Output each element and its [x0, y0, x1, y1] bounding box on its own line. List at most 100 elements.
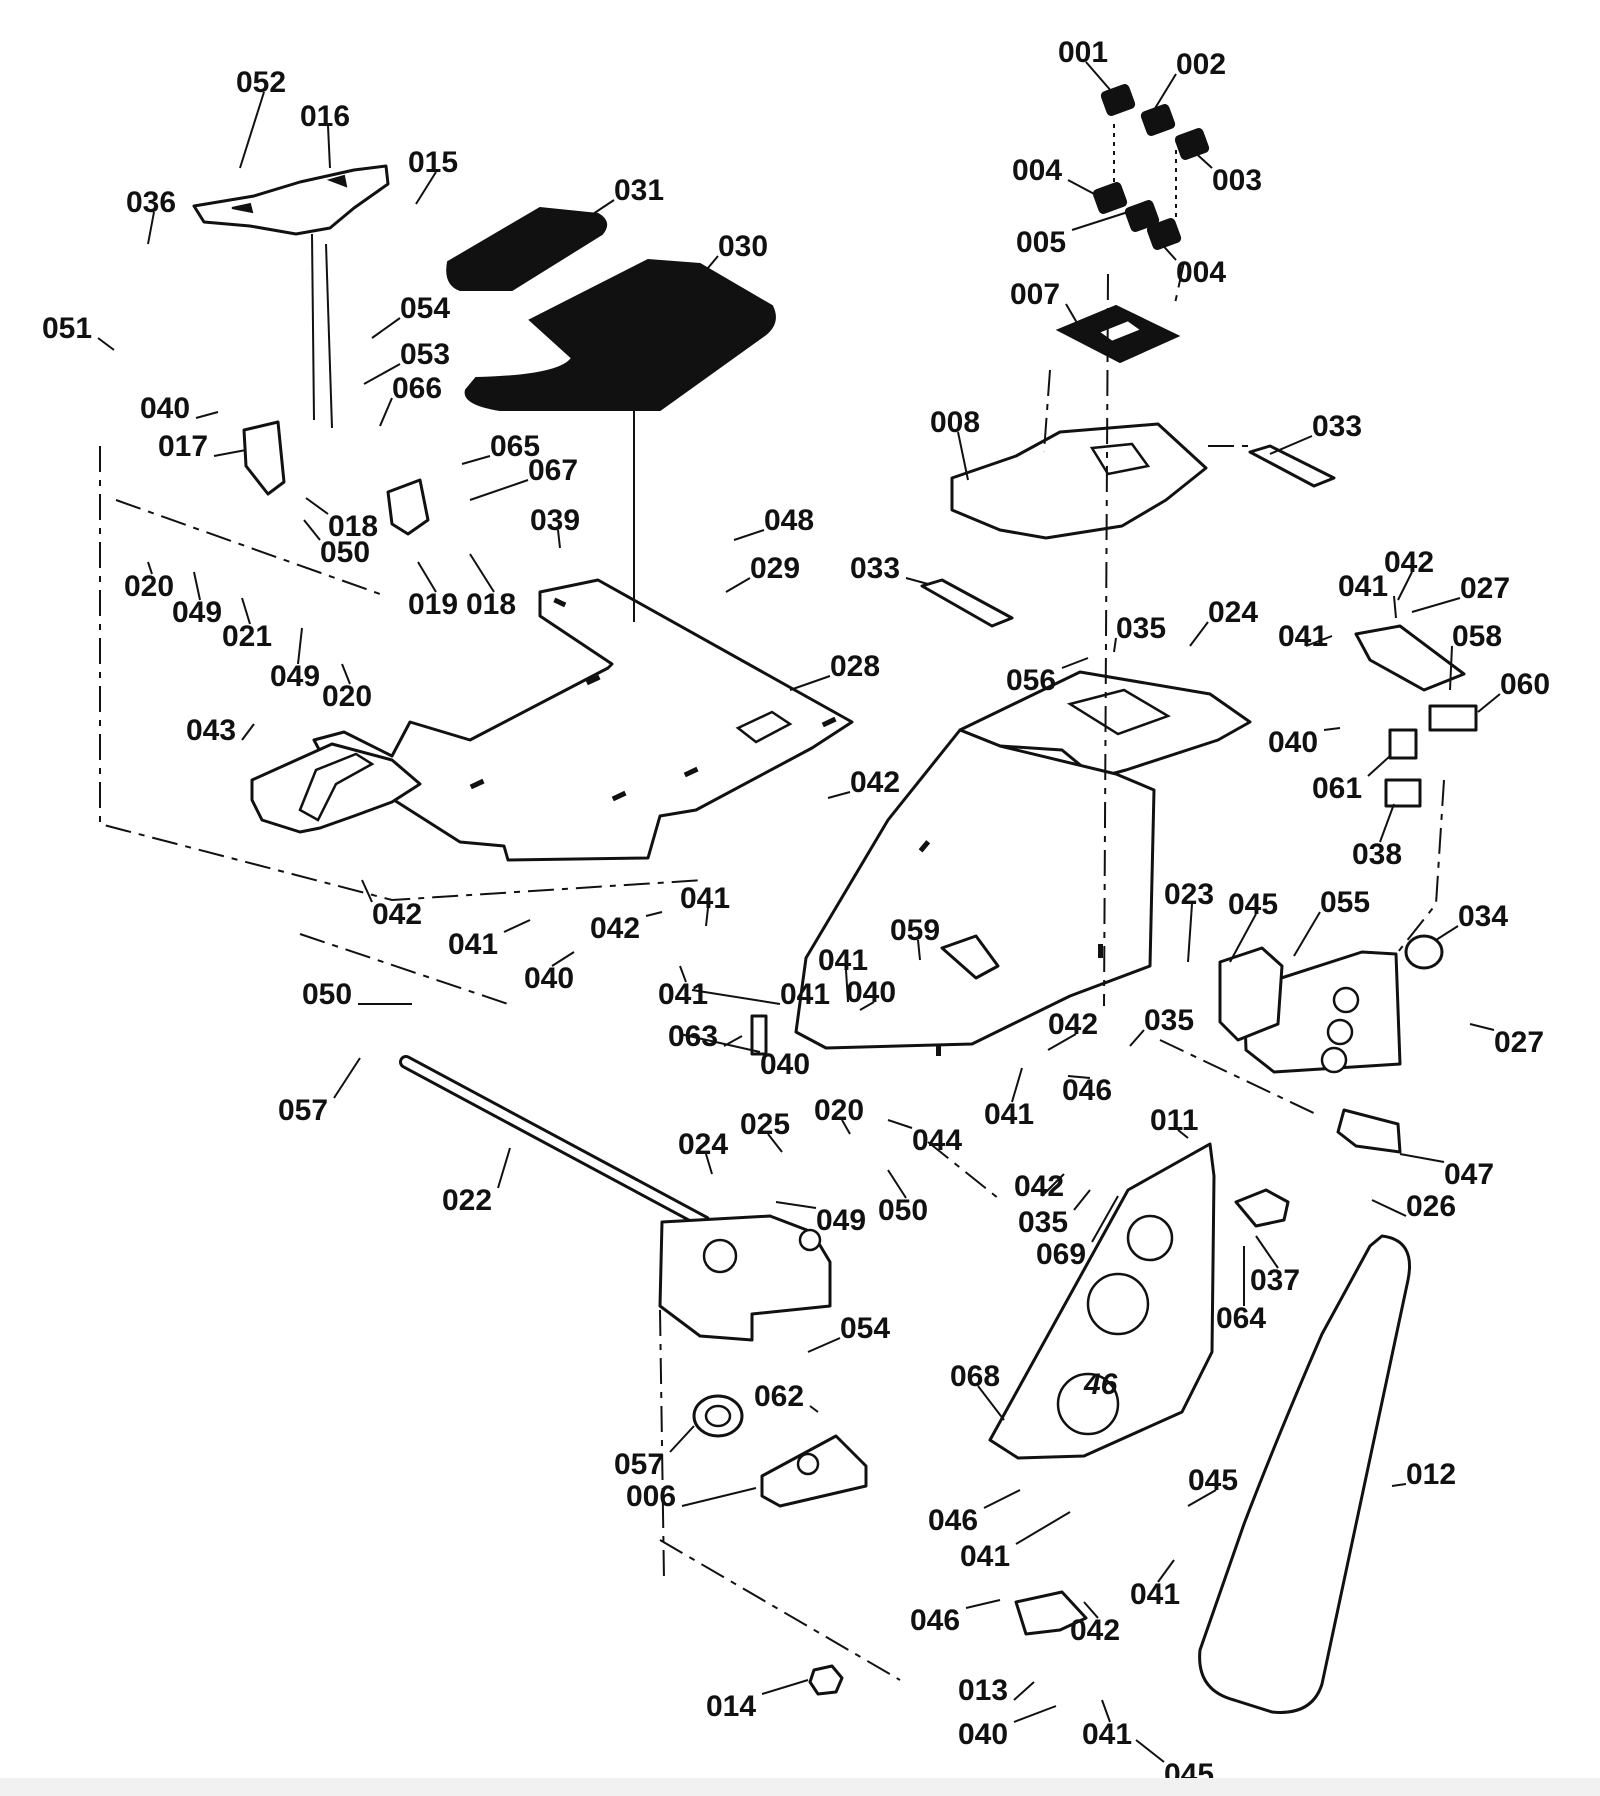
part-callout-049: 049 [270, 660, 320, 693]
callout-leader [195, 411, 219, 419]
callout-leader [1113, 637, 1117, 653]
part-callout-042: 042 [372, 898, 422, 931]
callout-leader [1061, 657, 1089, 669]
callout-leader [1449, 645, 1453, 691]
callout-leader [887, 1169, 907, 1199]
callout-leader [557, 529, 561, 549]
pivot-block [658, 1214, 832, 1342]
callout-leader [1091, 1195, 1119, 1243]
part-callout-041: 041 [960, 1540, 1010, 1573]
part-callout-042: 042 [850, 766, 900, 799]
part-callout-066: 066 [392, 372, 442, 405]
part-callout-059: 059 [890, 914, 940, 947]
part-callout-040: 040 [846, 976, 896, 1009]
part-callout-050: 050 [320, 536, 370, 569]
callout-leader [775, 1201, 817, 1209]
knob-034 [1404, 934, 1444, 970]
floor-mat-031 [446, 206, 608, 291]
callout-leader [1393, 595, 1397, 619]
part-callout-012: 012 [1406, 1458, 1456, 1491]
part-callout-023: 023 [1164, 878, 1214, 911]
part-callout-001: 001 [1058, 36, 1108, 69]
bracket-019 [386, 478, 430, 536]
part-callout-060: 060 [1500, 668, 1550, 701]
part-callout-041: 041 [1130, 1578, 1180, 1611]
callout-leader [583, 199, 615, 221]
part-callout-041: 041 [1082, 1718, 1132, 1751]
callout-leader [333, 1057, 361, 1099]
part-callout-046: 046 [910, 1604, 960, 1637]
callout-leader [807, 1337, 841, 1353]
callout-leader [789, 675, 831, 691]
part-callout-041: 041 [780, 978, 830, 1011]
part-callout-062: 062 [754, 1380, 804, 1413]
part-callout-028: 028 [830, 650, 880, 683]
part-callout-041: 041 [1338, 570, 1388, 603]
callout-leader [1323, 727, 1341, 731]
callout-leader [1269, 435, 1313, 455]
part-callout-042: 042 [1048, 1008, 1098, 1041]
bracket-033-top [1248, 444, 1336, 488]
cover-012 [1198, 1234, 1411, 1714]
part-callout-041: 041 [658, 978, 708, 1011]
callout-leader [1187, 903, 1193, 963]
part-callout-040: 040 [1268, 726, 1318, 759]
part-callout-065: 065 [490, 430, 540, 463]
part-callout-057: 057 [614, 1448, 664, 1481]
part-callout-040: 040 [958, 1718, 1008, 1751]
callout-leader [679, 965, 687, 983]
callout-leader [417, 561, 437, 593]
relay-037 [1234, 1188, 1290, 1228]
part-callout-052: 052 [236, 66, 286, 99]
callout-leader [809, 1405, 819, 1413]
part-callout-040: 040 [140, 392, 190, 425]
callout-leader [1255, 1235, 1279, 1269]
callout-leader [1157, 239, 1177, 261]
callout-leader [1371, 1199, 1407, 1217]
part-callout-033: 033 [1312, 410, 1362, 443]
callout-leader [1101, 1699, 1111, 1723]
callout-leader [371, 317, 401, 339]
callout-leader [1189, 621, 1209, 647]
callout-leader [241, 723, 255, 741]
callout-leader [841, 1119, 851, 1135]
part-callout-042: 042 [590, 912, 640, 945]
control-console-008 [950, 422, 1208, 540]
callout-leader [1041, 1173, 1065, 1197]
callout-leader [845, 969, 849, 1003]
connector-060 [1428, 704, 1478, 732]
part-callout-019: 019 [408, 588, 458, 621]
part-callout-035: 035 [1018, 1206, 1068, 1239]
part-callout-046: 046 [928, 1504, 978, 1537]
callout-leader [1391, 1483, 1407, 1487]
callout-leader [957, 431, 969, 481]
callout-leader [725, 577, 751, 593]
callout-leader [723, 1035, 743, 1047]
callout-leader [1065, 303, 1081, 329]
callout-leader [147, 211, 155, 245]
part-callout-047: 047 [1444, 1158, 1494, 1191]
callout-leader [1011, 1067, 1023, 1103]
callout-leader [1085, 61, 1113, 93]
callout-leader [905, 577, 929, 585]
callout-leader [1477, 693, 1501, 713]
part-callout-058: 058 [1452, 620, 1502, 653]
part-callout-042: 042 [1070, 1614, 1120, 1647]
part-callout-055: 055 [1320, 886, 1370, 919]
part-callout-063: 063 [668, 1020, 718, 1053]
part-callout-061: 061 [1312, 772, 1362, 805]
image-footer-strip [0, 1778, 1600, 1796]
callout-leader [917, 939, 921, 961]
part-callout-056: 056 [1006, 664, 1056, 697]
part-callout-054: 054 [840, 1312, 890, 1345]
callout-leader [859, 1001, 875, 1011]
callout-leader [469, 479, 529, 501]
part-callout-044: 044 [912, 1124, 962, 1157]
part-callout-034: 034 [1458, 900, 1508, 933]
part-callout-050: 050 [878, 1194, 928, 1227]
callout-leader [827, 791, 851, 799]
callout-leader [213, 449, 247, 457]
callout-leader [1153, 73, 1177, 111]
